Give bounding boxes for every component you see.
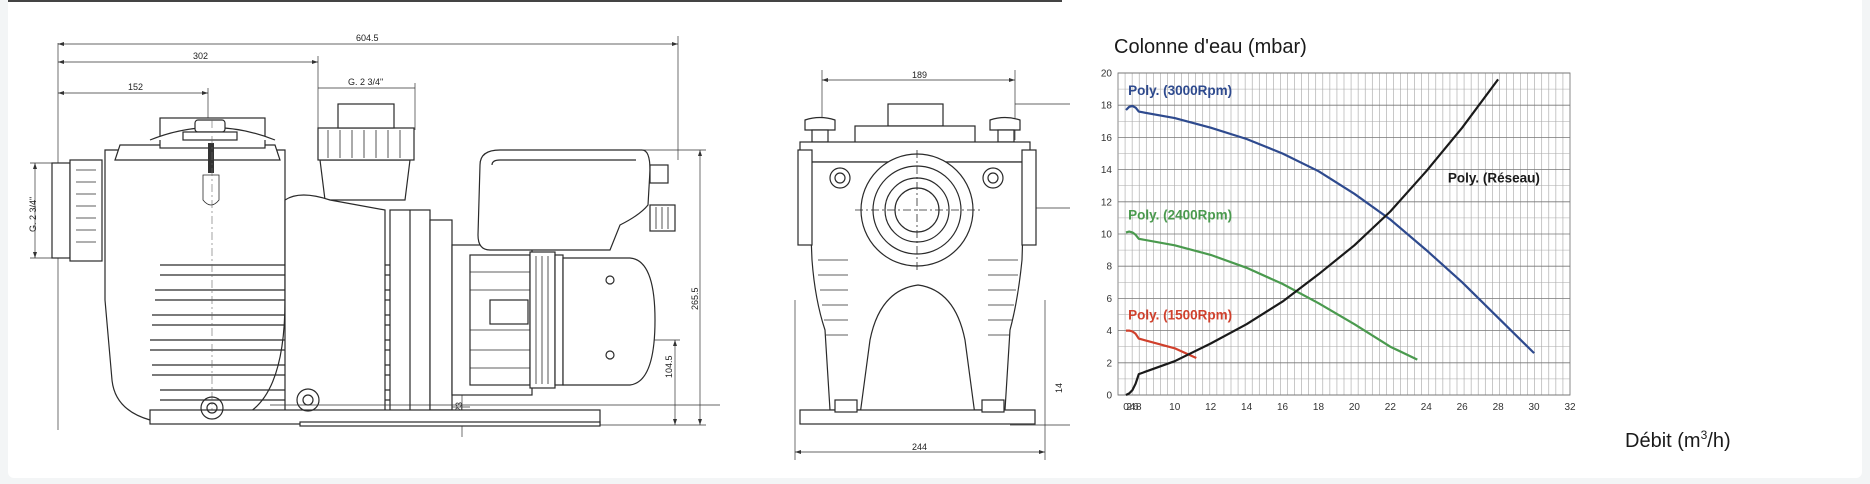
series-line	[1126, 329, 1197, 360]
pump-front-body	[797, 103, 1037, 425]
pump-side-view: 604.5 302 152 G. 2 3/4" G. 2 3/4" 265.5 …	[28, 33, 720, 437]
dim-axis-height: 104.5	[664, 355, 674, 378]
dim-height: 265.5	[690, 287, 700, 310]
y-tick-label: 18	[1101, 101, 1113, 112]
dim-to-lid: 152	[128, 82, 143, 92]
pump-side-body	[51, 103, 720, 427]
x-axis-label: Débit (m3/h)	[1625, 428, 1731, 452]
dim-overall-length: 604.5	[356, 33, 379, 43]
x-tick-label: 20	[1349, 402, 1361, 413]
series-label: Poly. (1500Rpm)	[1128, 307, 1232, 322]
x-tick-label: 30	[1529, 402, 1541, 413]
y-tick-label: 8	[1106, 262, 1112, 273]
series-labels: Poly. (3000Rpm) Poly. (2400Rpm) Poly. (150…	[1128, 83, 1540, 322]
dim-foot: 23	[454, 402, 464, 412]
x-tick-label: 12	[1205, 402, 1217, 413]
series-label: Poly. (2400Rpm)	[1128, 208, 1232, 223]
y-tick-label: 12	[1101, 197, 1113, 208]
pump-front-view: 189 244 14	[794, 70, 1070, 460]
series-label: Poly. (Réseau)	[1448, 170, 1540, 185]
x-tick-label: 32	[1564, 402, 1576, 413]
y-tick-labels: 0 2 4 6 8 10 12 14 16 18 20	[1101, 69, 1113, 402]
dim-base-width: 244	[912, 442, 927, 452]
y-tick-label: 10	[1101, 230, 1113, 241]
x-tick-label: 22	[1385, 402, 1397, 413]
y-tick-label: 6	[1106, 294, 1112, 305]
y-tick-label: 20	[1101, 69, 1113, 80]
x-tick-label: 6	[1133, 402, 1139, 413]
dim-inlet-thread: G. 2 3/4"	[28, 197, 38, 232]
x-axis-label-sup: 3	[1701, 428, 1708, 442]
x-tick-label: 10	[1169, 402, 1181, 413]
series-label: Poly. (3000Rpm)	[1128, 83, 1232, 98]
x-tick-label: 8	[1136, 402, 1142, 413]
x-tick-label: 28	[1493, 402, 1505, 413]
x-tick-label: 14	[1241, 402, 1253, 413]
dim-to-inlet: 302	[193, 51, 208, 61]
dim-top-width: 189	[912, 70, 927, 80]
top-rule	[8, 0, 1062, 2]
series-line	[1125, 230, 1418, 361]
x-tick-label: 16	[1277, 402, 1289, 413]
x-axis-label-tail: /h)	[1707, 430, 1730, 452]
y-tick-label: 16	[1101, 133, 1113, 144]
x-tick-label: 24	[1421, 402, 1433, 413]
chart-series	[1125, 78, 1535, 396]
dim-outlet-thread: G. 2 3/4"	[348, 77, 383, 87]
series-line	[1125, 104, 1535, 354]
chart-grid	[1117, 72, 1571, 396]
x-tick-label: 18	[1313, 402, 1325, 413]
x-tick-label: 26	[1457, 402, 1469, 413]
series-line	[1125, 78, 1499, 396]
x-axis-label-main: Débit (m	[1625, 430, 1701, 452]
x-tick-label: 2	[1126, 402, 1132, 413]
front-dimensions	[794, 70, 1070, 460]
dim-edge: 14	[1054, 383, 1064, 393]
y-tick-label: 2	[1106, 358, 1112, 369]
y-tick-label: 14	[1101, 165, 1113, 176]
chart-title: Colonne d'eau (mbar)	[1114, 36, 1307, 58]
y-tick-label: 0	[1106, 391, 1112, 402]
x-tick-label: 4	[1130, 402, 1136, 413]
x-tick-label: 0	[1123, 402, 1129, 413]
y-tick-label: 4	[1106, 326, 1112, 337]
